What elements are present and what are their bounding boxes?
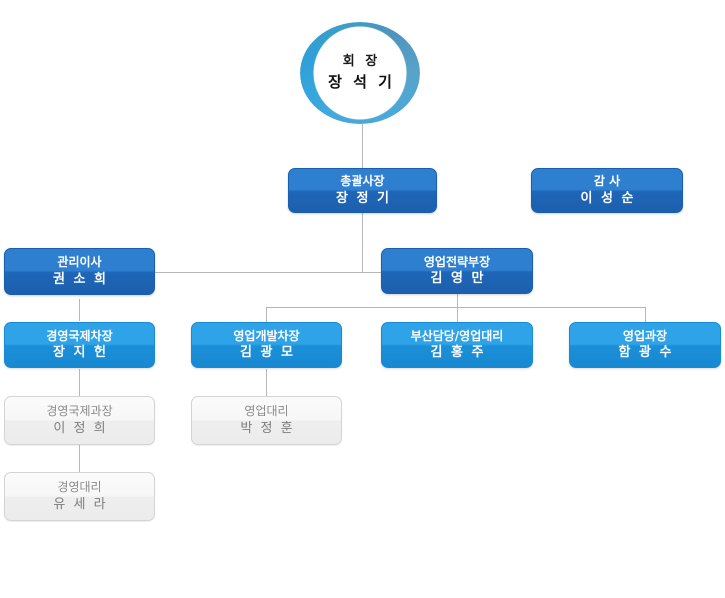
node-mgmt-director-name: 권 소 희 (53, 271, 108, 287)
node-sales-strategy-title: 영업전략부장 (423, 254, 491, 269)
node-mgmt-intl-deputy-title: 경영국제차장 (46, 328, 113, 343)
connector-mgmtintlmanager-down (79, 445, 80, 472)
connector-president-down (362, 212, 363, 272)
connector-salesdevdeputy-down (266, 369, 267, 396)
node-mgmt-director[interactable]: 관리이사 권 소 희 (4, 248, 155, 295)
node-mgmt-intl-deputy-name: 장 지 헌 (53, 345, 108, 360)
connector-chairman-to-president (362, 124, 363, 169)
connector-salesstrategy-down (457, 293, 458, 307)
node-mgmt-assistant-title: 경영대리 (57, 480, 102, 495)
connector-mgmtdirector-down (79, 299, 80, 321)
node-mgmt-intl-deputy[interactable]: 경영국제차장 장 지 헌 (4, 322, 155, 368)
node-sales-dev-deputy[interactable]: 영업개발차장 김 광 모 (191, 322, 342, 368)
connector-bus-to-salesdev (266, 307, 267, 322)
connector-level3-bus (266, 307, 645, 308)
node-mgmt-assistant[interactable]: 경영대리 유 세 라 (4, 472, 155, 521)
node-sales-assistant-name: 박 정 훈 (240, 420, 295, 436)
node-auditor-title: 감 사 (593, 174, 621, 189)
node-sales-manager[interactable]: 영업과장 함 광 수 (569, 322, 721, 368)
node-chairman[interactable]: 회 장 장 석 기 (300, 22, 420, 124)
node-mgmt-intl-manager-name: 이 정 희 (53, 420, 108, 436)
node-mgmt-assistant-name: 유 세 라 (53, 496, 108, 512)
node-sales-strategy[interactable]: 영업전략부장 김 영 만 (381, 248, 533, 294)
node-president-title: 총괄사장 (340, 174, 385, 189)
node-busan-sales-name: 김 홍 주 (430, 345, 486, 360)
node-chairman-title: 회 장 (342, 53, 381, 69)
node-busan-sales-title: 부산담당/영업대리 (410, 328, 504, 343)
node-sales-assistant[interactable]: 영업대리 박 정 훈 (191, 396, 342, 445)
node-auditor[interactable]: 감 사 이 성 순 (531, 168, 683, 213)
node-mgmt-intl-manager-title: 경영국제과장 (46, 404, 113, 419)
node-sales-strategy-name: 김 영 만 (430, 271, 486, 286)
node-mgmt-director-title: 관리이사 (57, 255, 102, 270)
node-sales-manager-name: 함 광 수 (618, 345, 674, 360)
connector-bus-to-busan (457, 307, 458, 322)
node-busan-sales[interactable]: 부산담당/영업대리 김 홍 주 (381, 322, 533, 368)
node-sales-dev-deputy-title: 영업개발차장 (233, 328, 300, 343)
node-sales-assistant-title: 영업대리 (244, 404, 289, 419)
node-sales-manager-title: 영업과장 (622, 328, 668, 343)
node-mgmt-intl-manager[interactable]: 경영국제과장 이 정 희 (4, 396, 155, 445)
connector-mgmtintldeputy-down (79, 369, 80, 396)
node-president[interactable]: 총괄사장 장 정 기 (288, 168, 437, 213)
node-president-name: 장 정 기 (336, 190, 391, 206)
chairman-ring-decoration (300, 22, 420, 124)
connector-bus-to-salesmanager (645, 307, 646, 322)
node-auditor-name: 이 성 순 (580, 190, 636, 206)
connector-level2-bus (155, 272, 381, 273)
node-sales-dev-deputy-name: 김 광 모 (240, 345, 295, 360)
node-chairman-name: 장 석 기 (328, 72, 395, 91)
